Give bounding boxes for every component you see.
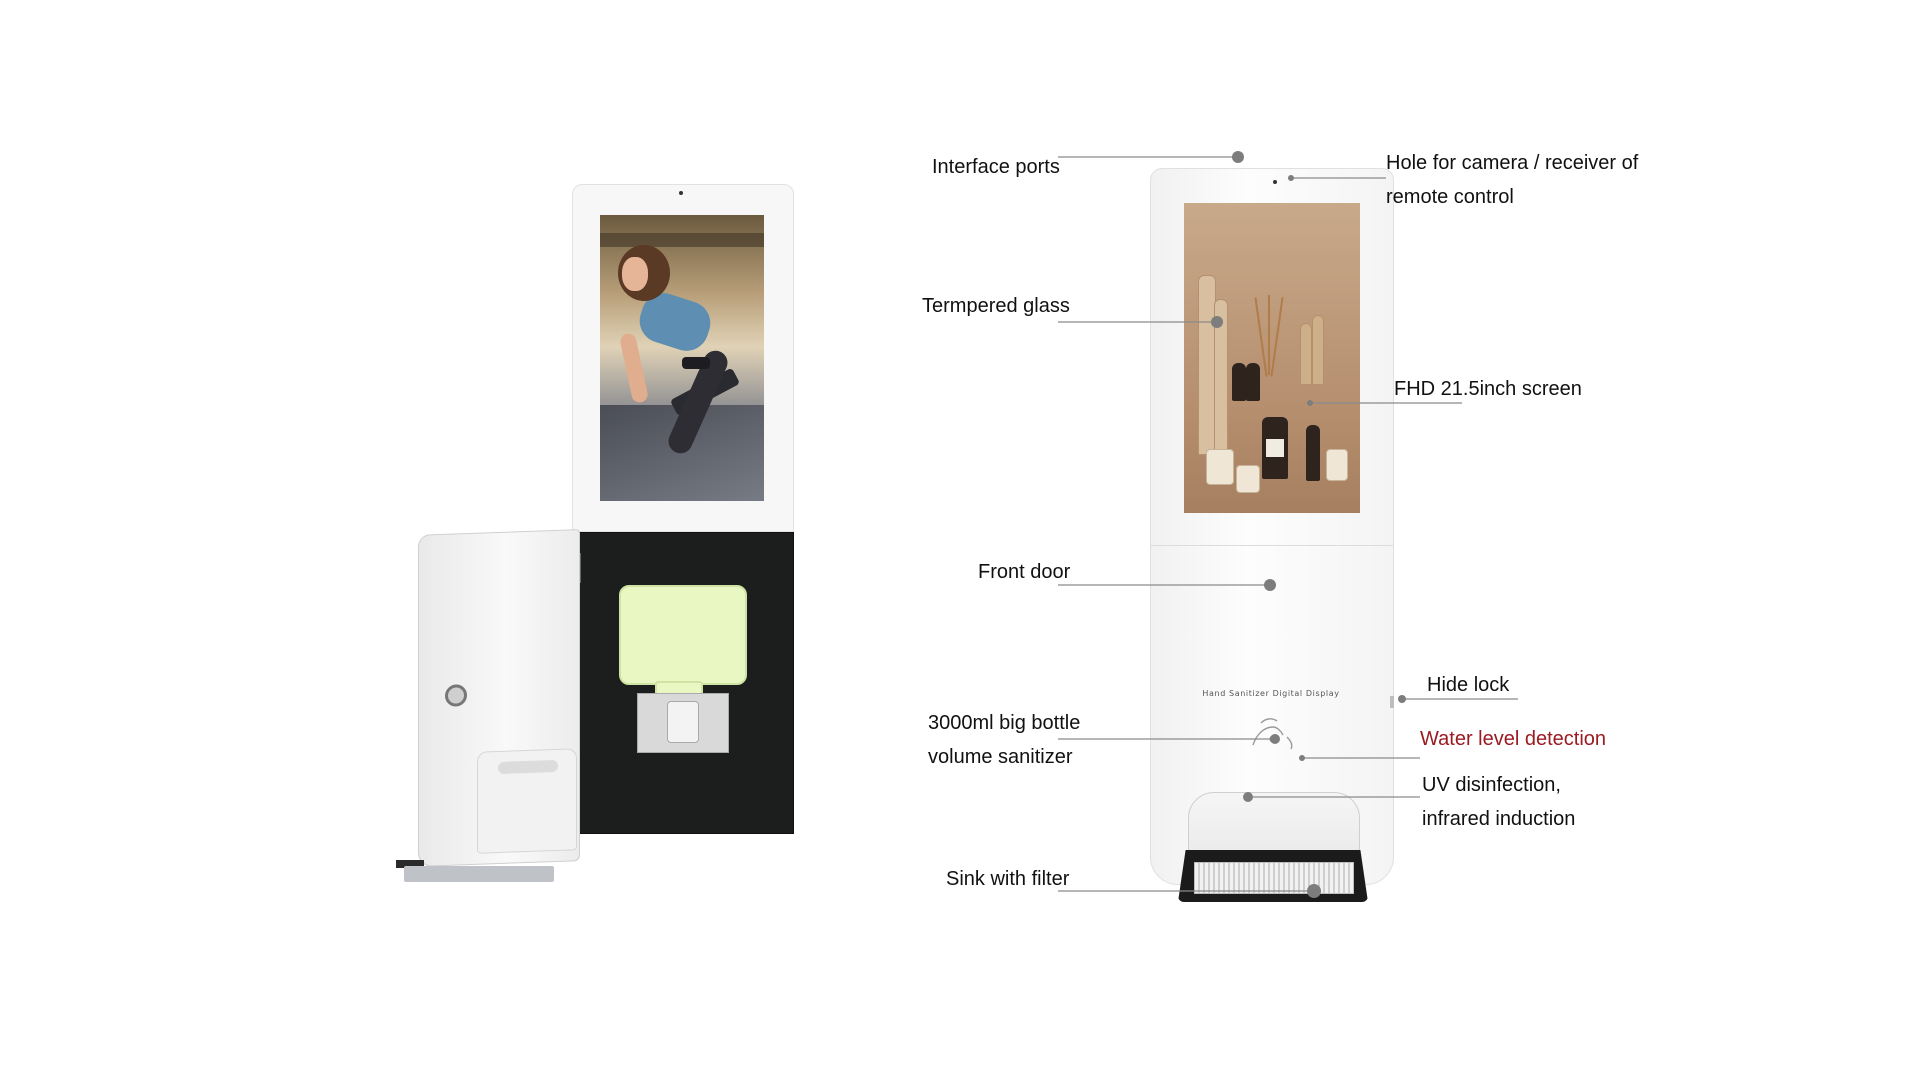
pump-mechanism xyxy=(637,693,729,753)
label-uv: UV disinfection, infrared induction xyxy=(1422,774,1576,830)
label-hide-lock: Hide lock xyxy=(1427,674,1510,696)
kiosk-closed-view: Hand Sanitizer Digital Display xyxy=(1150,168,1394,913)
kiosk-left-screen-fitness-photo xyxy=(600,215,764,501)
hand-sanitizer-icon xyxy=(1252,718,1293,750)
sanitizer-bottle xyxy=(619,585,747,685)
kiosk-right-body: Hand Sanitizer Digital Display xyxy=(1150,168,1394,885)
label-bottle: 3000ml big bottle volume sanitizer xyxy=(928,712,1081,768)
kiosk-right-screen-product-photo xyxy=(1184,203,1360,513)
sink-filter-grid xyxy=(1194,862,1354,894)
pump-nozzle xyxy=(667,701,699,743)
door-lock-icon xyxy=(445,684,467,707)
label-water-level: Water level detection xyxy=(1420,728,1607,750)
camera-dot-icon xyxy=(679,191,683,195)
dot-interface-ports xyxy=(1232,151,1244,163)
label-sink: Sink with filter xyxy=(946,868,1070,890)
panel-caption: Hand Sanitizer Digital Display xyxy=(1202,689,1340,698)
kiosk-left-open-cabinet xyxy=(567,532,794,834)
door-seam xyxy=(1151,545,1393,546)
door-dispenser-housing xyxy=(477,748,577,854)
label-camera-hole: Hole for camera / receiver of remote con… xyxy=(1386,152,1639,208)
dot-hide-lock xyxy=(1398,695,1406,703)
kiosk-left-display-housing xyxy=(572,184,794,532)
dispenser-slot xyxy=(498,759,558,775)
kiosk-left-front-door xyxy=(418,529,580,867)
label-interface-ports: Interface ports xyxy=(932,156,1060,178)
hidden-lock-icon xyxy=(1390,696,1394,708)
kiosk-open-door-view xyxy=(390,180,810,900)
label-tempered-glass: Termpered glass xyxy=(922,295,1070,317)
label-front-door: Front door xyxy=(978,561,1071,583)
kiosk-left-base xyxy=(404,866,554,882)
label-screen: FHD 21.5inch screen xyxy=(1394,378,1582,400)
camera-dot-icon xyxy=(1273,180,1277,184)
kiosk-left-foot xyxy=(396,860,424,868)
